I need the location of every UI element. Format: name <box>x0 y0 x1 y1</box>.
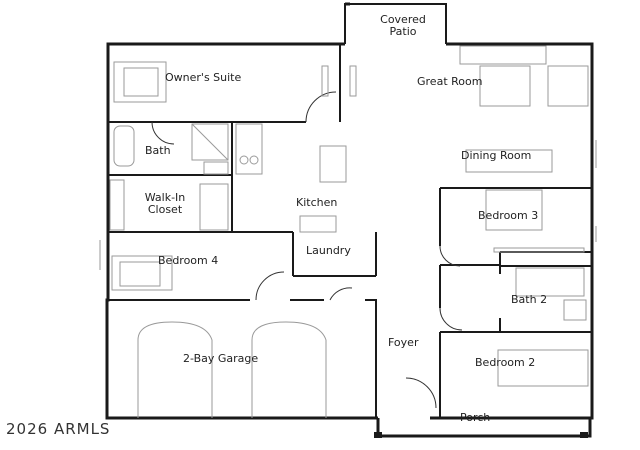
covered-patio-outline <box>344 2 447 44</box>
room-label-covered-patio: Covered Patio <box>380 13 426 38</box>
room-label-laundry: Laundry <box>306 244 351 257</box>
room-label-bath-2: Bath 2 <box>511 293 548 306</box>
room-label-bedroom-2: Bedroom 2 <box>475 356 536 369</box>
room-label-porch: Porch <box>460 411 491 424</box>
room-label-walk-in-closet: Walk-In Closet <box>144 191 186 216</box>
room-label-great-room: Great Room <box>417 75 483 88</box>
door-swings <box>151 91 463 409</box>
room-label-owners-suite: Owner's Suite <box>165 71 242 84</box>
fixtures <box>99 45 597 418</box>
room-label-bath: Bath <box>145 144 171 157</box>
porch-posts <box>374 432 588 438</box>
room-label-dining-room: Dining Room <box>461 149 532 162</box>
room-label-kitchen: Kitchen <box>296 196 338 209</box>
room-label-bedroom-4: Bedroom 4 <box>158 254 219 267</box>
room-label-bedroom-3: Bedroom 3 <box>478 209 539 222</box>
watermark: 2026 ARMLS <box>6 420 111 438</box>
room-label-foyer: Foyer <box>388 336 419 349</box>
room-label-2-bay-garage: 2-Bay Garage <box>183 352 259 365</box>
exterior-walls <box>105 42 594 438</box>
